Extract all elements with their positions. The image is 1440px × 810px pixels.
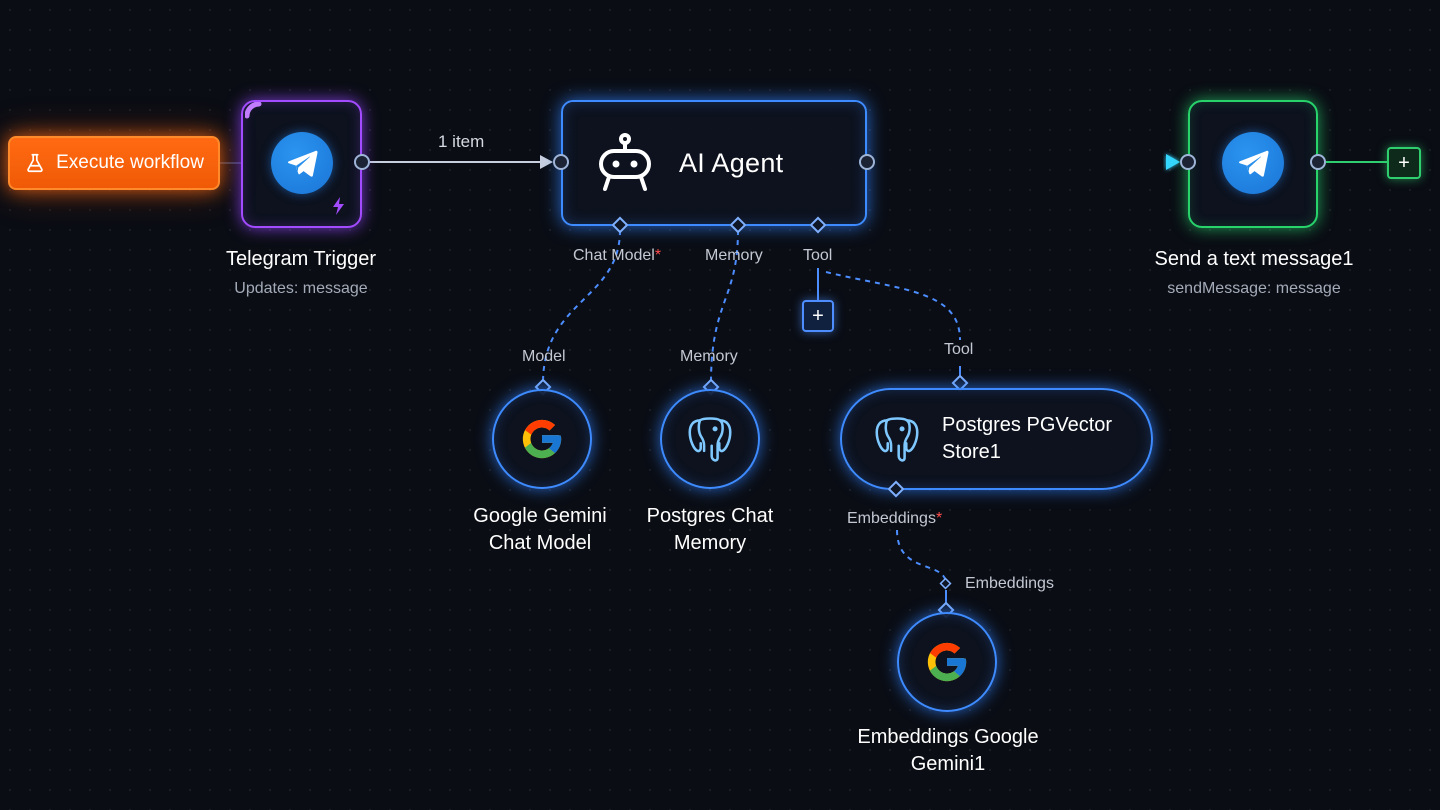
add-node-button[interactable]: + — [1387, 147, 1421, 179]
telegram-trigger-title: Telegram Trigger — [225, 248, 377, 270]
google-icon — [522, 419, 562, 459]
connection-item-count: 1 item — [438, 132, 485, 151]
add-tool-button[interactable]: + — [802, 300, 834, 332]
wire-embeddings-dot — [939, 577, 952, 590]
telegram-trigger-subtitle: Updates: message — [234, 280, 368, 297]
robot-icon — [599, 133, 651, 191]
send-input-handle[interactable] — [1180, 154, 1196, 170]
execute-workflow-label: Execute workflow — [56, 152, 204, 173]
agent-output-handle[interactable] — [859, 154, 875, 170]
embeddings-google-gemini-node[interactable] — [897, 612, 997, 712]
flask-icon — [27, 153, 43, 173]
wire-memory — [710, 229, 739, 384]
tool-input-label: Tool — [944, 341, 974, 358]
memory-port-label: Memory — [705, 247, 763, 264]
model-input-label: Model — [522, 348, 566, 365]
wire-embeddings — [896, 529, 947, 585]
ai-agent-title: AI Agent — [679, 147, 784, 178]
trigger-corner-icon — [245, 102, 262, 119]
send-message-title: Send a text message1 — [1154, 248, 1354, 270]
telegram-trigger-node[interactable] — [241, 100, 362, 228]
wire-agent-send-arrow — [1166, 154, 1180, 170]
ai-agent-node[interactable]: AI Agent — [561, 100, 867, 226]
memory-input-label: Memory — [680, 348, 738, 365]
chat-model-port-label: Chat Model* — [573, 247, 662, 264]
lightning-icon — [333, 197, 344, 215]
postgres-elephant-icon — [688, 417, 732, 462]
telegram-icon — [1222, 132, 1284, 194]
tool-port-label: Tool — [803, 247, 833, 264]
agent-input-handle[interactable] — [553, 154, 569, 170]
google-gemini-chat-model-node[interactable] — [492, 389, 592, 489]
embeddings-port-label: Embeddings* — [847, 510, 943, 527]
trigger-output-handle[interactable] — [354, 154, 370, 170]
execute-workflow-button[interactable]: Execute workflow — [8, 136, 220, 190]
postgres-chat-memory-node[interactable] — [660, 389, 760, 489]
google-icon — [927, 642, 967, 682]
send-output-handle[interactable] — [1310, 154, 1326, 170]
send-text-message-node[interactable] — [1188, 100, 1318, 228]
telegram-icon — [271, 132, 333, 194]
send-message-subtitle: sendMessage: message — [1167, 280, 1341, 297]
wire-chat-model — [542, 229, 621, 384]
wire-trigger-agent-arrow — [540, 155, 553, 169]
wire-tool-pgvector — [825, 271, 961, 341]
embeddings-input-label: Embeddings — [965, 575, 1054, 592]
postgres-elephant-icon — [875, 417, 919, 462]
